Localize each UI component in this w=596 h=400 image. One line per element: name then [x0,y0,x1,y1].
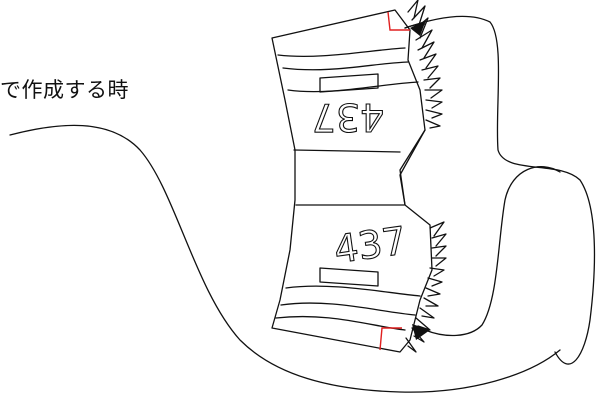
latch-slot-upper [319,73,379,93]
part-number-upper: 437 [312,95,385,139]
caption-text: で作成する時 [0,78,129,102]
connector-body [271,9,433,353]
arrow-top-icon [410,20,426,36]
lower-swoosh-2 [280,302,416,316]
wire-right-loop [404,15,596,365]
wire-left [9,124,561,393]
upper-swoosh-1 [277,47,406,58]
v-notch [399,129,426,206]
upper-swoosh-2 [282,61,409,71]
terminal-pins-upper [407,0,443,129]
red-marker-top [387,11,410,31]
wire-bottom-end [424,166,561,337]
latch-slot-lower [319,267,379,287]
divider-upper [293,149,401,153]
red-marker-bottom [379,327,402,351]
part-number-lower: 437 [331,218,409,272]
arrow-bottom-icon [412,324,430,340]
lower-swoosh-1 [285,285,421,297]
